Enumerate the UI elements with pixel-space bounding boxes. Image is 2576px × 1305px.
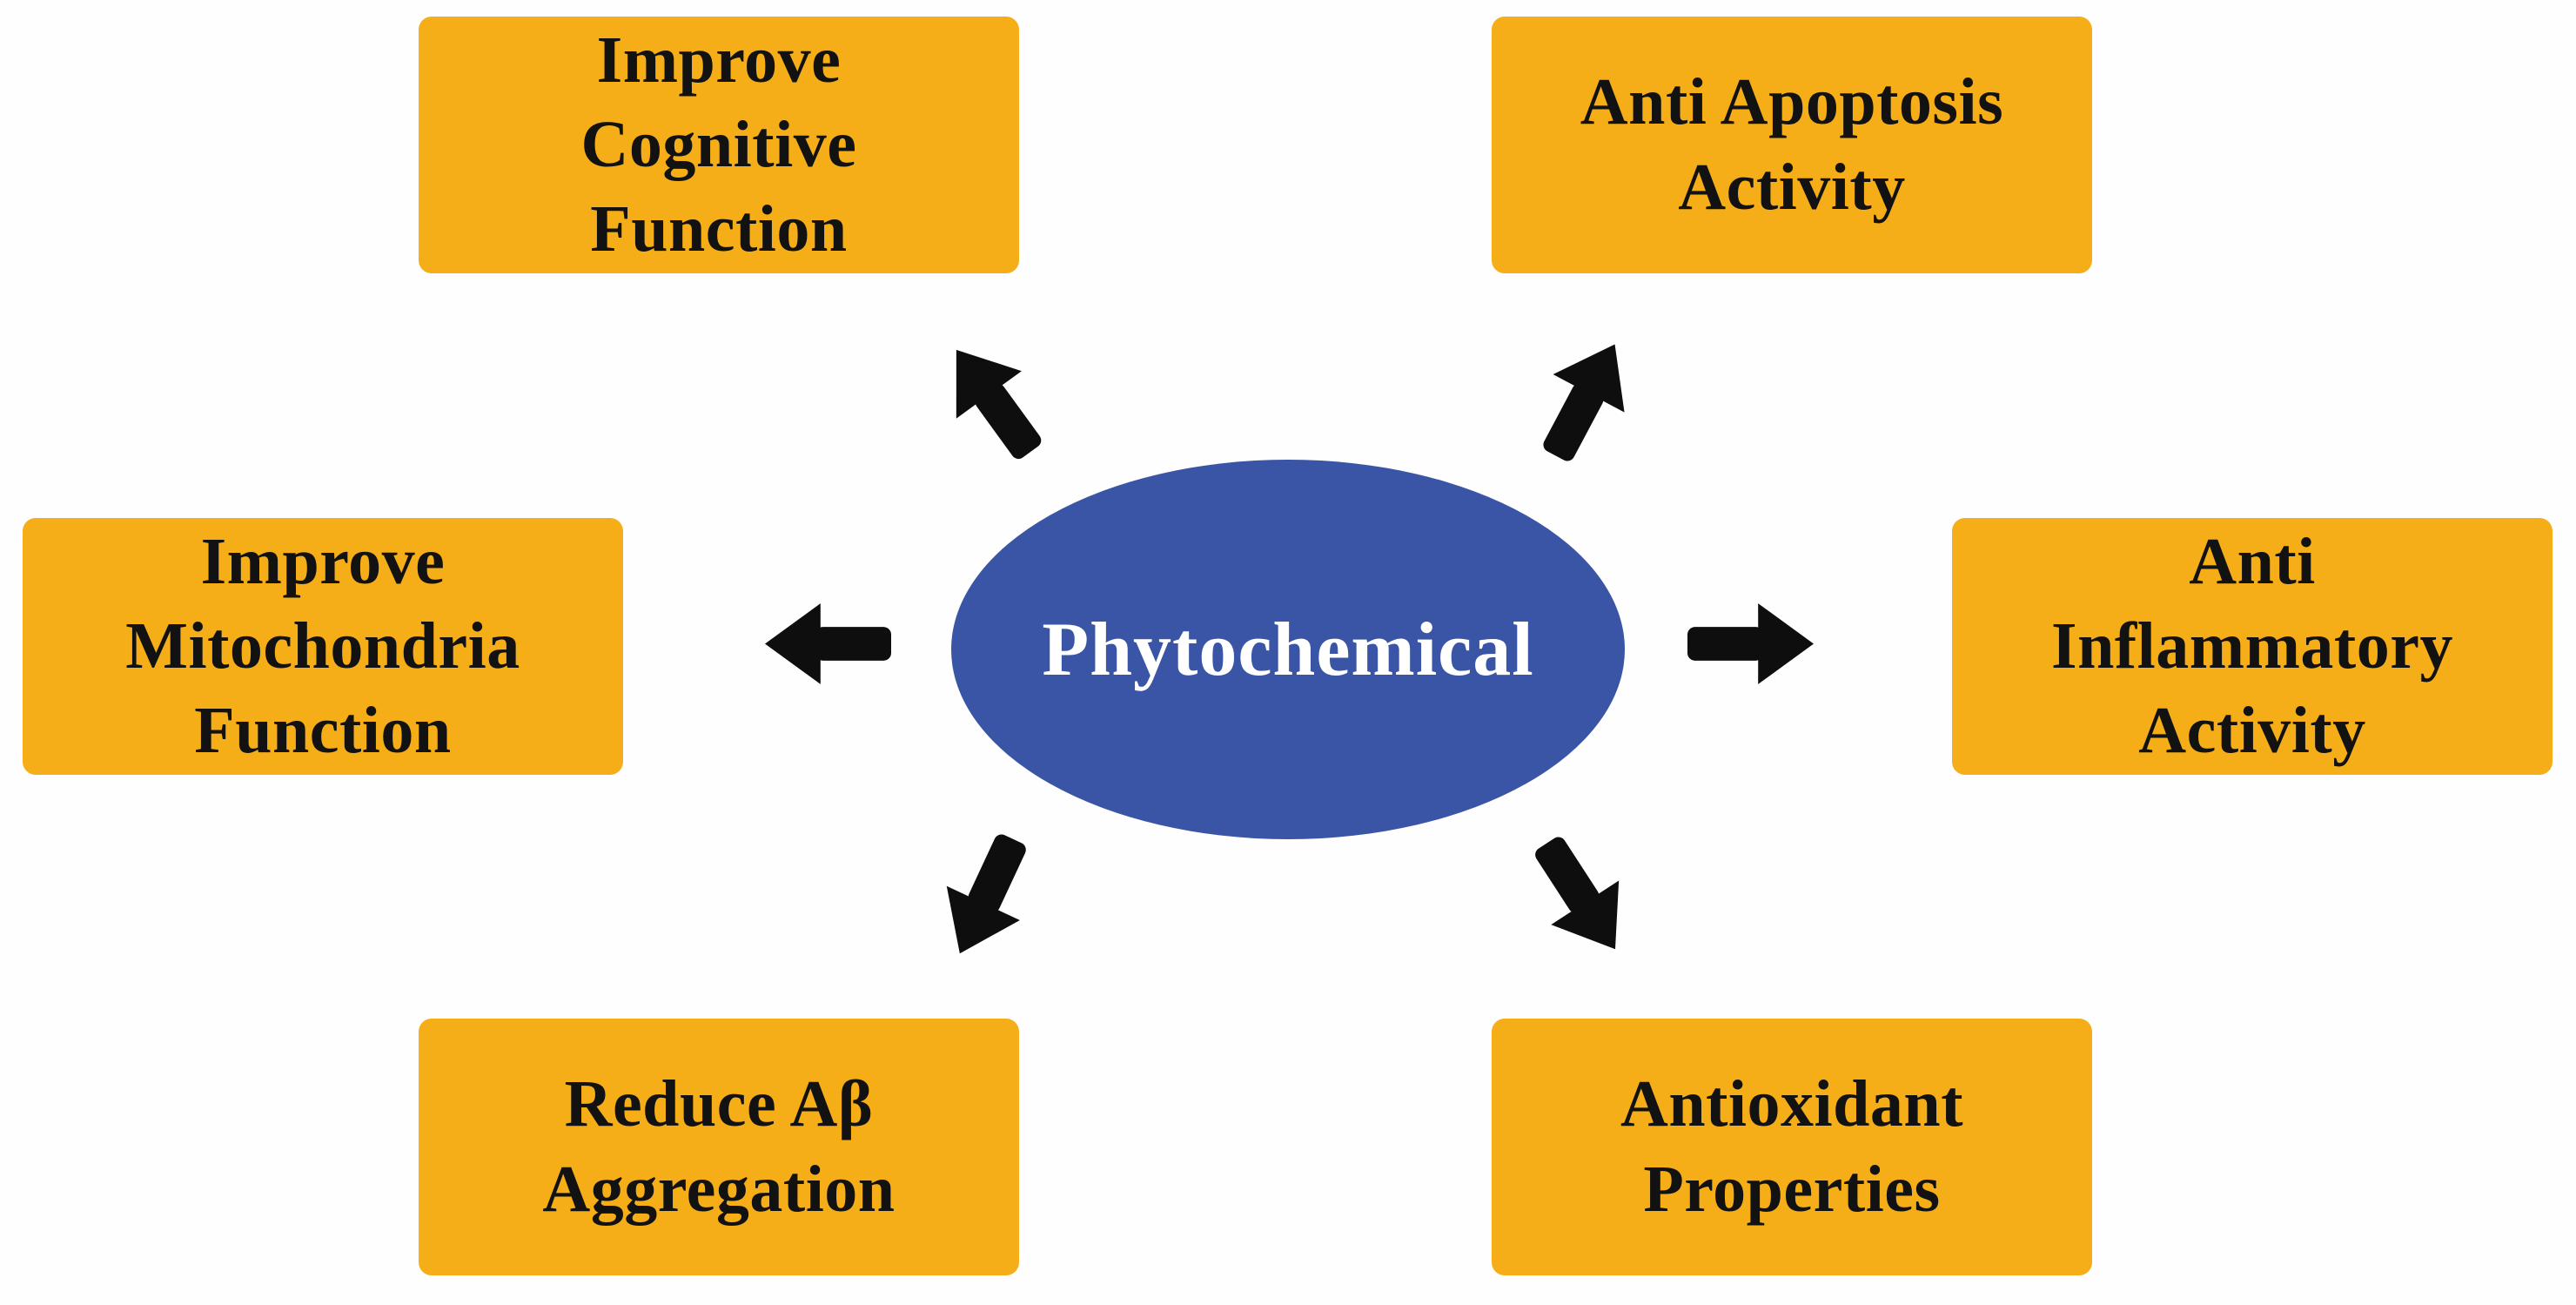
arrow-icon-to-anti-inflammatory-activity bbox=[1687, 603, 1814, 684]
arrow-icon-to-improve-mitochondria-function bbox=[765, 603, 891, 684]
arrow-icon-to-anti-apoptosis-activity bbox=[1543, 344, 1625, 461]
arrow-icon-to-antioxidant-properties bbox=[1535, 837, 1620, 950]
center-node-phytochemical: Phytochemical bbox=[951, 460, 1625, 839]
arrow-icon-to-improve-cognitive-function bbox=[956, 349, 1042, 460]
arrow-icon-to-reduce-abeta-aggregation bbox=[946, 834, 1026, 954]
center-node-label: Phytochemical bbox=[1042, 607, 1534, 692]
